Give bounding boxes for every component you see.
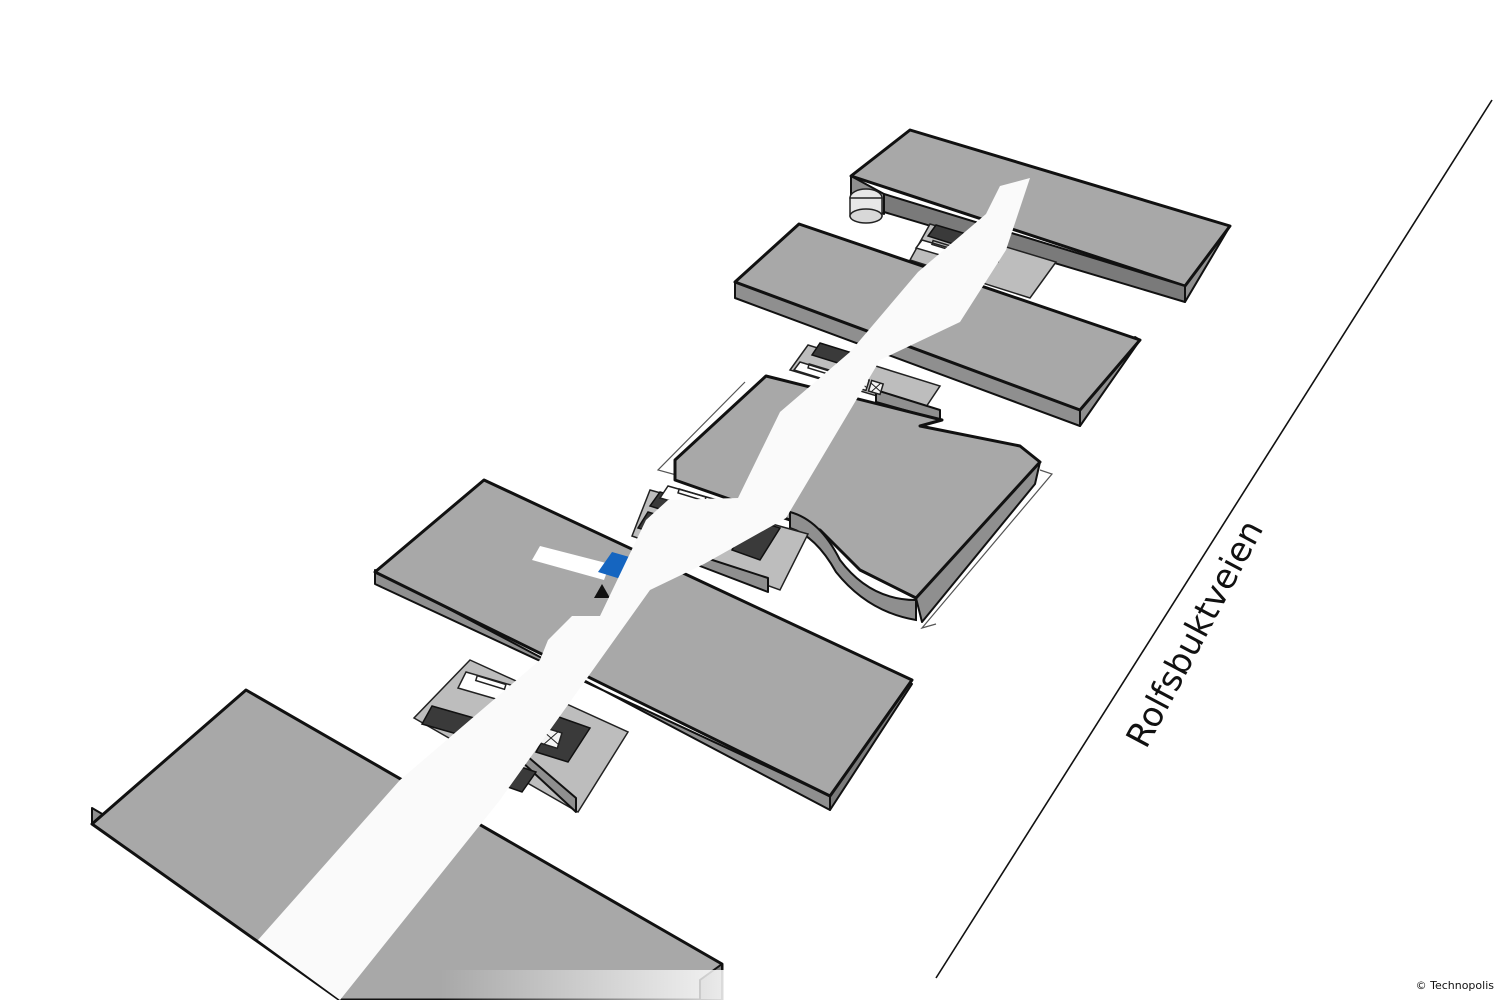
road-label: Rolfsbuktveien (1119, 514, 1272, 755)
wing-north[interactable] (849, 128, 1232, 303)
direction-arrow-icon (594, 584, 610, 598)
copyright-text: © Technopolis (1415, 979, 1494, 992)
road-line (935, 99, 1493, 979)
wing-4[interactable] (373, 478, 914, 811)
main-corridor (258, 178, 1030, 1000)
wing-3[interactable] (656, 374, 1054, 630)
north-tower (849, 188, 883, 224)
